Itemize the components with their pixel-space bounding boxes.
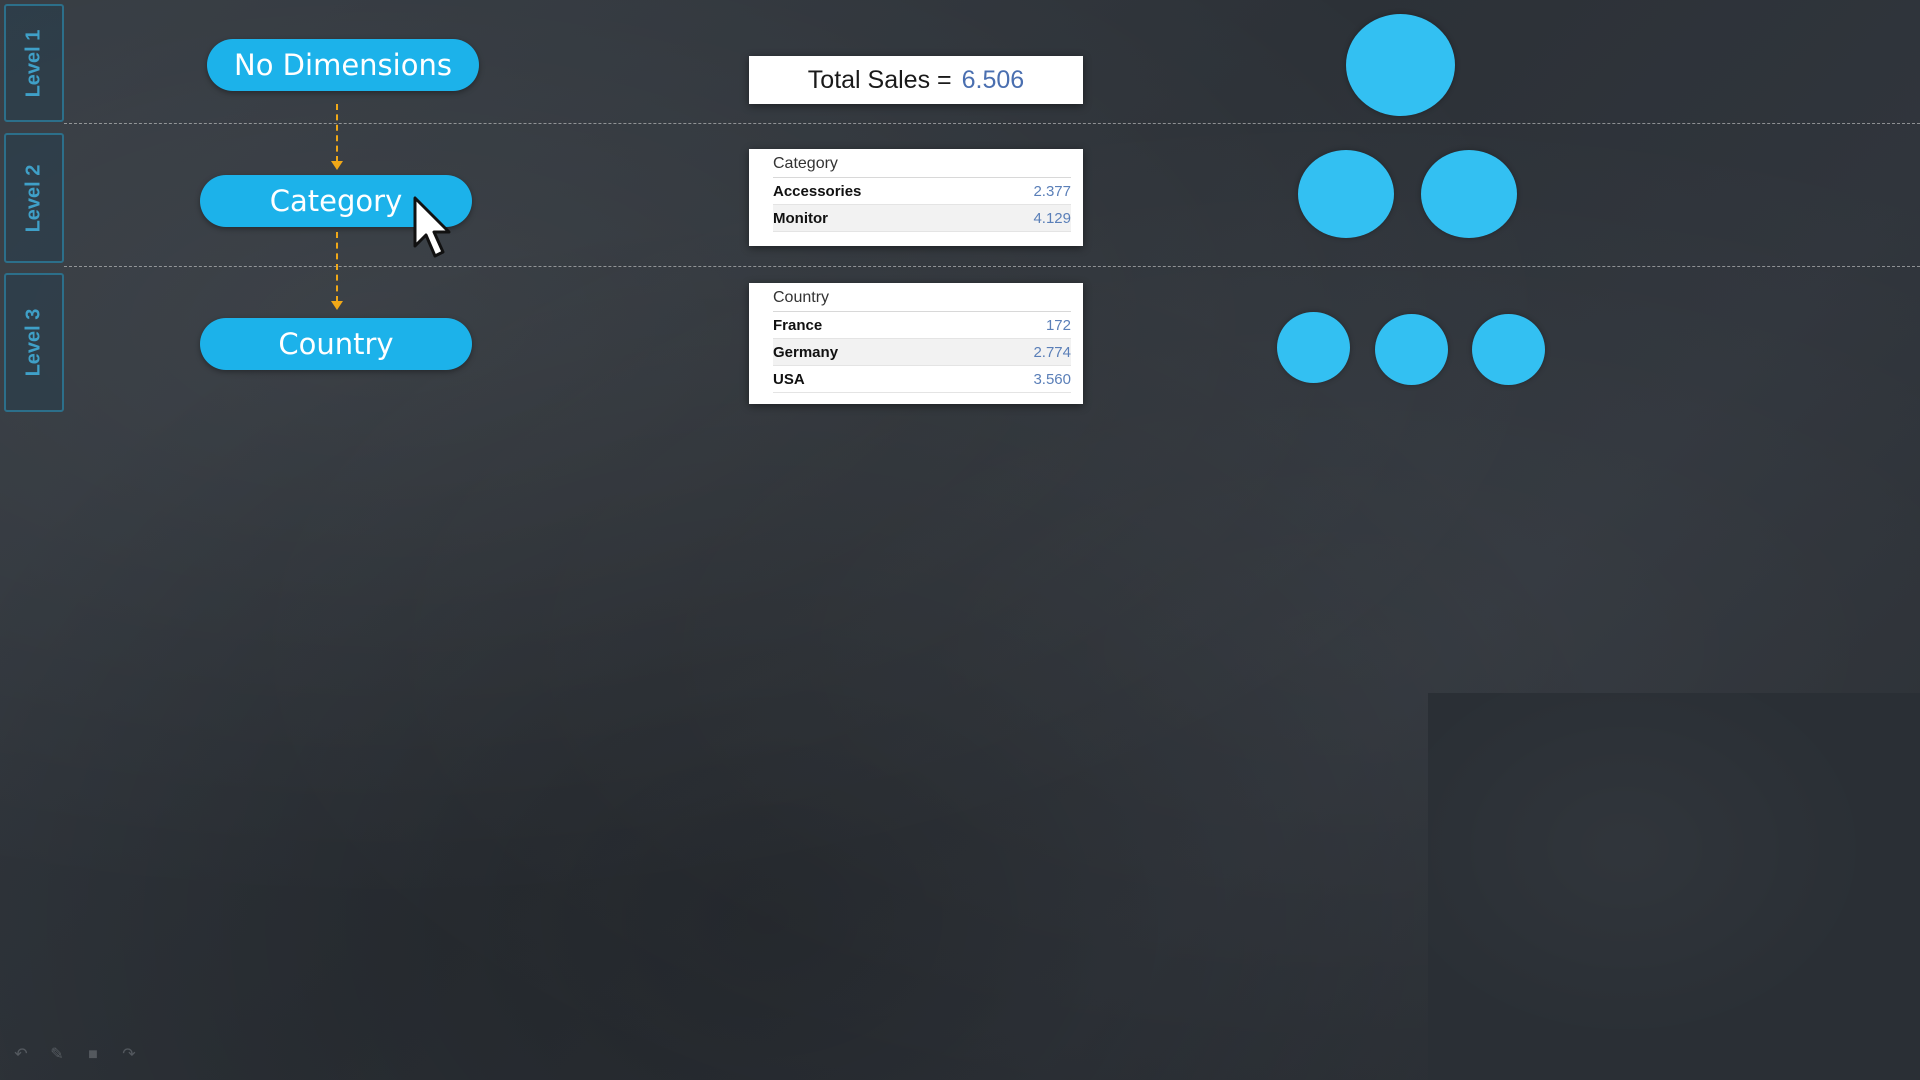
table-row: Germany 2.774 xyxy=(773,339,1071,366)
level-3-tab: Level 3 xyxy=(4,273,64,412)
level-2-tab: Level 2 xyxy=(4,133,64,263)
video-overlay-panel xyxy=(1428,693,1920,1080)
country-sales-table: Country France 172 Germany 2.774 USA 3.5… xyxy=(749,283,1083,404)
redo-icon[interactable]: ↷ xyxy=(122,1046,136,1063)
no-dimensions-pill[interactable]: No Dimensions xyxy=(207,39,479,91)
level-2-label: Level 2 xyxy=(22,164,45,232)
square-icon[interactable]: ■ xyxy=(88,1046,98,1063)
country-pill[interactable]: Country xyxy=(200,318,472,370)
table-row: USA 3.560 xyxy=(773,366,1071,393)
row-name: Accessories xyxy=(773,182,862,200)
table-row: Accessories 2.377 xyxy=(773,178,1071,205)
total-sales-value: 6.506 xyxy=(961,65,1025,94)
row-value: 2.377 xyxy=(1033,182,1071,200)
row-name: Monitor xyxy=(773,209,828,227)
arrow-down-icon xyxy=(331,104,343,170)
table-row: France 172 xyxy=(773,312,1071,339)
category-pill[interactable]: Category xyxy=(200,175,472,227)
table-row: Monitor 4.129 xyxy=(773,205,1071,232)
row-name: France xyxy=(773,316,823,334)
level-2-circle xyxy=(1298,150,1394,238)
total-sales-card: Total Sales = 6.506 xyxy=(749,56,1083,104)
level-3-circle xyxy=(1375,314,1448,385)
pen-icon[interactable]: ✎ xyxy=(50,1046,64,1063)
level-1-label: Level 1 xyxy=(22,29,45,97)
cursor-arrow-icon xyxy=(413,196,451,258)
category-sales-table: Category Accessories 2.377 Monitor 4.129 xyxy=(749,149,1083,246)
level-separator-2 xyxy=(64,266,1920,267)
level-2-circle xyxy=(1421,150,1517,238)
level-3-label: Level 3 xyxy=(22,308,45,377)
level-1-circle xyxy=(1346,14,1455,116)
level-separator-1 xyxy=(64,123,1920,124)
arrow-down-icon xyxy=(331,232,343,310)
presentation-toolbar: ↶ ✎ ■ ↷ xyxy=(10,1046,140,1064)
total-sales-label: Total Sales = xyxy=(807,65,952,94)
row-name: USA xyxy=(773,370,805,388)
country-table-header: Country xyxy=(773,289,1071,312)
level-3-circle xyxy=(1472,314,1545,385)
row-value: 172 xyxy=(1045,316,1071,334)
row-value: 4.129 xyxy=(1033,209,1071,227)
category-table-header: Category xyxy=(773,155,1071,178)
country-label: Country xyxy=(278,327,394,361)
row-value: 2.774 xyxy=(1033,343,1071,361)
level-3-circle xyxy=(1277,312,1350,383)
row-value: 3.560 xyxy=(1033,370,1071,388)
undo-icon[interactable]: ↶ xyxy=(14,1046,28,1063)
category-label: Category xyxy=(269,184,403,218)
level-1-tab: Level 1 xyxy=(4,4,64,122)
no-dimensions-label: No Dimensions xyxy=(234,48,452,82)
row-name: Germany xyxy=(773,343,839,361)
